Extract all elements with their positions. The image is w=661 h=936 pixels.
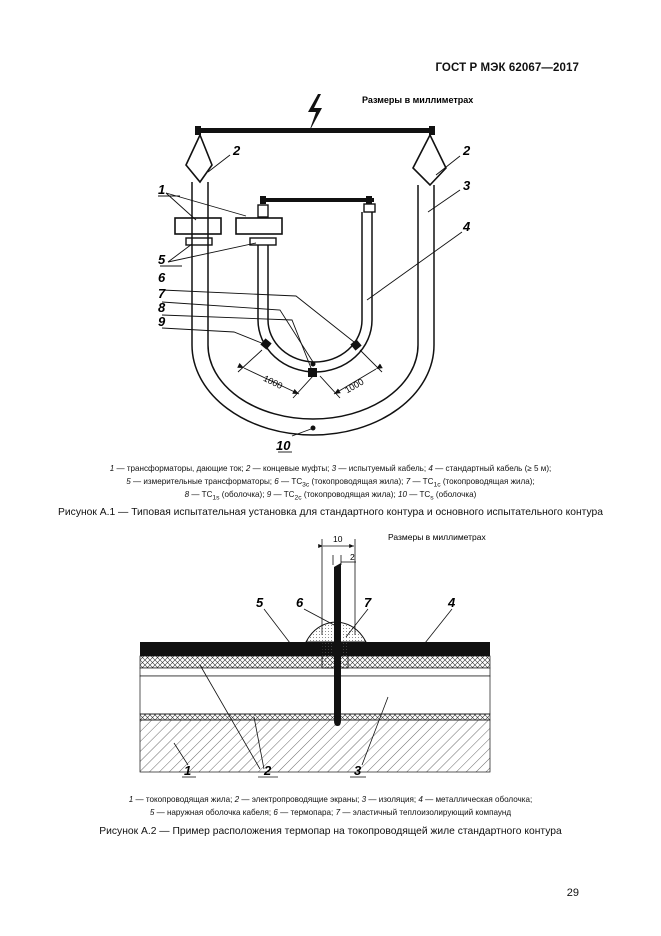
fig1-label-10: 10: [276, 438, 291, 453]
thermocouple-8-icon: [308, 368, 317, 377]
fig1-label-9: 9: [158, 314, 166, 329]
current-transformer-left: [174, 217, 222, 235]
fig1-legend-line-3: 8 — TC1s (оболочка); 9 — TC2c (токопрово…: [184, 490, 477, 502]
outer-sheath: [140, 642, 490, 656]
test-cable-inner: [207, 182, 419, 420]
current-transformer-right: [235, 217, 283, 235]
fig2-label-1: 1: [184, 763, 191, 778]
fig2-label-2: 2: [263, 763, 272, 778]
dim-right-value: 1000: [343, 377, 365, 396]
figure-2-diagram: Размеры в миллиметрах 10 2 5 6 7 4 1 2 3: [139, 532, 491, 778]
left-termination: [185, 132, 213, 184]
fig1-label-7: 7: [158, 286, 166, 301]
bus-bar: [198, 128, 432, 133]
fig1-label-6: 6: [158, 270, 166, 285]
fig2-dim-2: 2: [350, 552, 355, 562]
fig2-label-5: 5: [256, 595, 264, 610]
fig2-label-7: 7: [364, 595, 372, 610]
fig1-label-2-left: 2: [232, 143, 241, 158]
fig1-label-1: 1: [158, 182, 165, 197]
document-header: ГОСТ Р МЭК 62067—2017: [435, 62, 579, 74]
measuring-transformer-right: [249, 237, 277, 246]
fig2-units-note: Размеры в миллиметрах: [388, 532, 486, 542]
test-cable-outer: [191, 182, 435, 436]
fig2-label-3: 3: [354, 763, 362, 778]
dim-left-value: 1000: [262, 373, 284, 391]
standard-cable-inner: [267, 212, 363, 363]
thermocouple-7-icon: [310, 361, 316, 367]
lightning-icon: [308, 94, 322, 132]
figure-1-diagram: Размеры в миллиметрах 1000 1000: [158, 94, 473, 453]
thermocouple-6-icon: [350, 339, 362, 351]
metallic-sheath: [139, 655, 491, 669]
figure-1-caption: Рисунок А.1 — Типовая испытательная уста…: [58, 507, 603, 518]
fig2-legend-line-2: 5 — наружная оболочка кабеля; 6 — термоп…: [149, 808, 512, 817]
right-termination: [412, 133, 447, 187]
fig1-legend-line-1: 1 — трансформаторы, дающие ток; 2 — конц…: [109, 464, 552, 473]
insulation-layer: [139, 675, 491, 715]
fig1-label-3: 3: [463, 178, 471, 193]
fig1-legend-line-2: 5 — измерительные трансформаторы; 6 — TC…: [126, 477, 535, 489]
conductor: [139, 719, 491, 773]
fig1-label-5: 5: [158, 252, 166, 267]
fig2-legend-line-1: 1 — токопроводящая жила; 2 — электропров…: [128, 795, 533, 804]
thermocouple-probe: [334, 563, 341, 726]
fig2-label-4: 4: [447, 595, 456, 610]
standard-bus-bar: [262, 198, 374, 202]
measuring-transformer-left: [185, 237, 213, 246]
fig2-dim-10: 10: [333, 534, 343, 544]
page-number: 29: [566, 887, 579, 899]
figure-2-caption: Рисунок А.2 — Пример расположения термоп…: [99, 826, 562, 837]
fig2-label-6: 6: [296, 595, 304, 610]
fig1-label-4: 4: [462, 219, 471, 234]
fig1-label-8: 8: [158, 300, 166, 315]
fig1-units-note: Размеры в миллиметрах: [362, 95, 473, 105]
thermocouple-10-icon: [310, 425, 316, 431]
thermocouple-9-icon: [260, 338, 272, 350]
fig1-label-2-right: 2: [462, 143, 471, 158]
conductor-screen: [139, 713, 491, 721]
